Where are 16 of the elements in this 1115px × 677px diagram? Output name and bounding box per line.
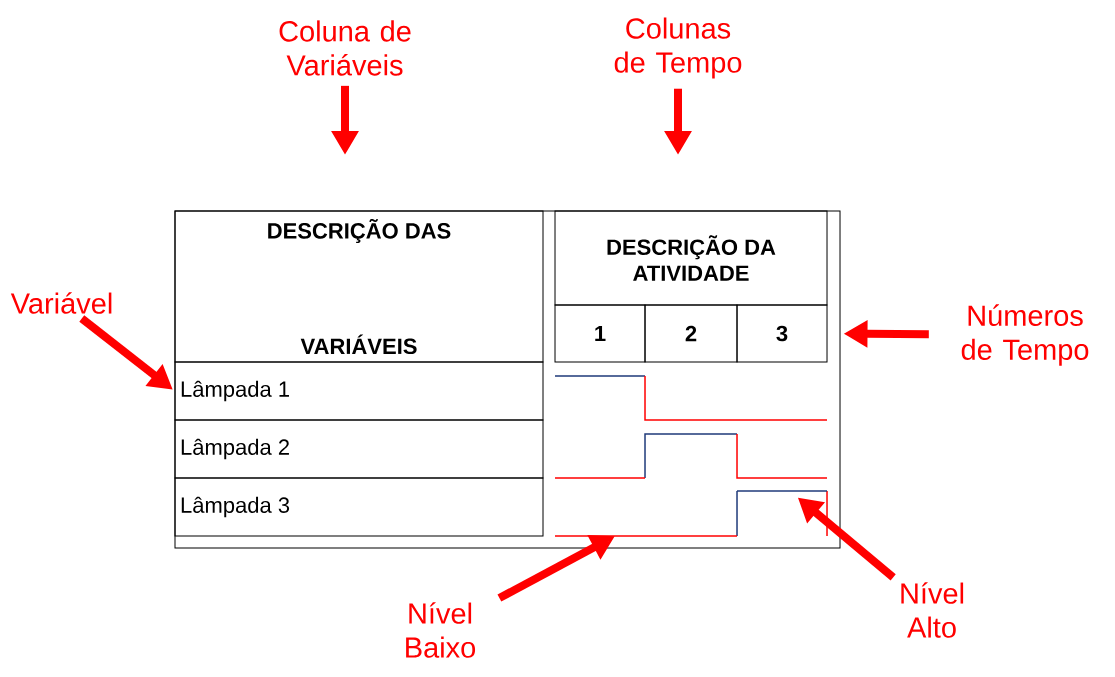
annotation-label: Nível Baixo <box>406 602 476 658</box>
table-cell: Lâmpada 3 <box>174 477 544 537</box>
signal-level-line <box>555 535 737 537</box>
table-cell: 2 <box>644 304 738 363</box>
signal-level-line <box>737 490 827 492</box>
annotation-label: Variável <box>10 292 112 314</box>
table-cell: DESCRIÇÃO DAS VARIÁVEIS <box>174 210 544 363</box>
annotation-label: Nível Alto <box>901 582 964 638</box>
annotation-label: Números de Tempo <box>961 304 1089 366</box>
table-cell: 1 <box>554 304 646 363</box>
table-cell: Lâmpada 2 <box>174 419 544 479</box>
table-cell: 3 <box>736 304 828 363</box>
table-cell: Lâmpada 1 <box>174 361 544 421</box>
table-cell: DESCRIÇÃO DA ATIVIDADE <box>554 210 828 306</box>
annotation-label: Coluna de Variáveis <box>279 20 411 76</box>
annotation-label: Colunas de Tempo <box>614 17 742 79</box>
